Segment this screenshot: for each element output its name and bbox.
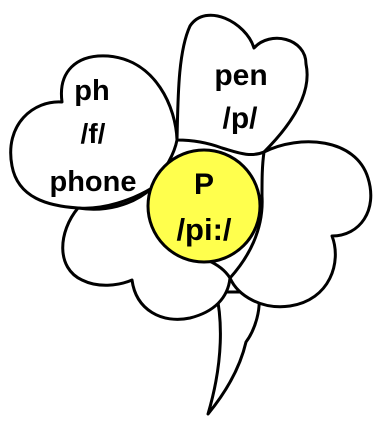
petal-right-label-2: /p/ <box>223 102 259 135</box>
center-circle <box>146 148 262 264</box>
center-letter: P <box>194 168 214 201</box>
petal-left-label-1: ph <box>74 75 109 107</box>
center-ipa: /pi:/ <box>176 212 231 247</box>
petal-bottom-right <box>228 140 373 309</box>
petal-left-label-3: phone <box>50 166 137 198</box>
petal-left-label-2: /f/ <box>81 118 106 149</box>
stem <box>206 290 261 416</box>
petal-right-label-1: pen <box>214 59 267 92</box>
petal-right <box>175 13 309 156</box>
